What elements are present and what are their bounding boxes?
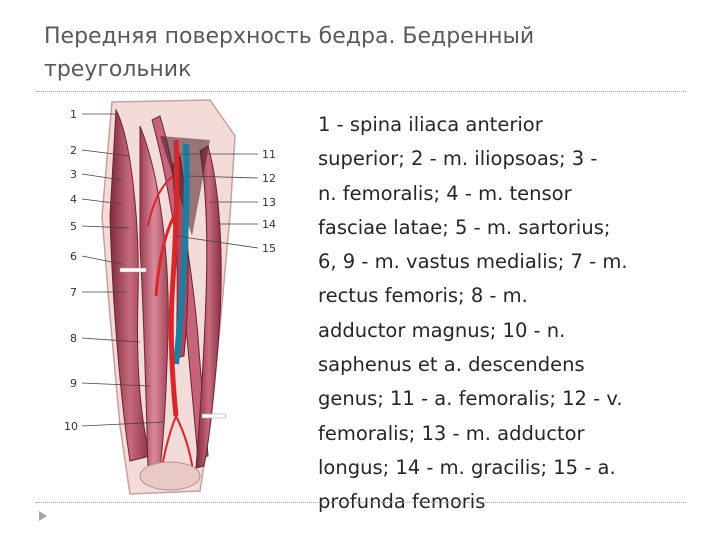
figure-label-13: 13 bbox=[262, 196, 276, 209]
figure-label-15: 15 bbox=[262, 242, 276, 255]
figure-label-10: 10 bbox=[64, 420, 78, 433]
figure-label-9: 9 bbox=[70, 377, 77, 390]
figure-label-1: 1 bbox=[70, 108, 77, 121]
title-divider bbox=[36, 91, 686, 92]
figure-label-3: 3 bbox=[70, 168, 77, 181]
figure-label-6: 6 bbox=[70, 250, 77, 263]
figure-label-4: 4 bbox=[70, 193, 77, 206]
figure-label-8: 8 bbox=[70, 332, 77, 345]
figure-label-11: 11 bbox=[262, 148, 276, 161]
footer-divider bbox=[36, 502, 686, 503]
figure-label-7: 7 bbox=[70, 286, 77, 299]
figure-label-2: 2 bbox=[70, 144, 77, 157]
figure-legend: 1 - spina iliaca anterior superior; 2 - … bbox=[318, 113, 628, 514]
triangle-bullet-icon bbox=[39, 511, 47, 521]
figure-label-12: 12 bbox=[262, 172, 276, 185]
thigh-anatomy-illustration: 1 2 3 4 5 6 7 8 9 10 11 12 13 14 15 bbox=[64, 99, 276, 495]
figure-label-14: 14 bbox=[262, 218, 276, 231]
figure-label-5: 5 bbox=[70, 220, 77, 233]
slide-title: Передняя поверхность бедра. Бедренный тр… bbox=[44, 24, 535, 82]
